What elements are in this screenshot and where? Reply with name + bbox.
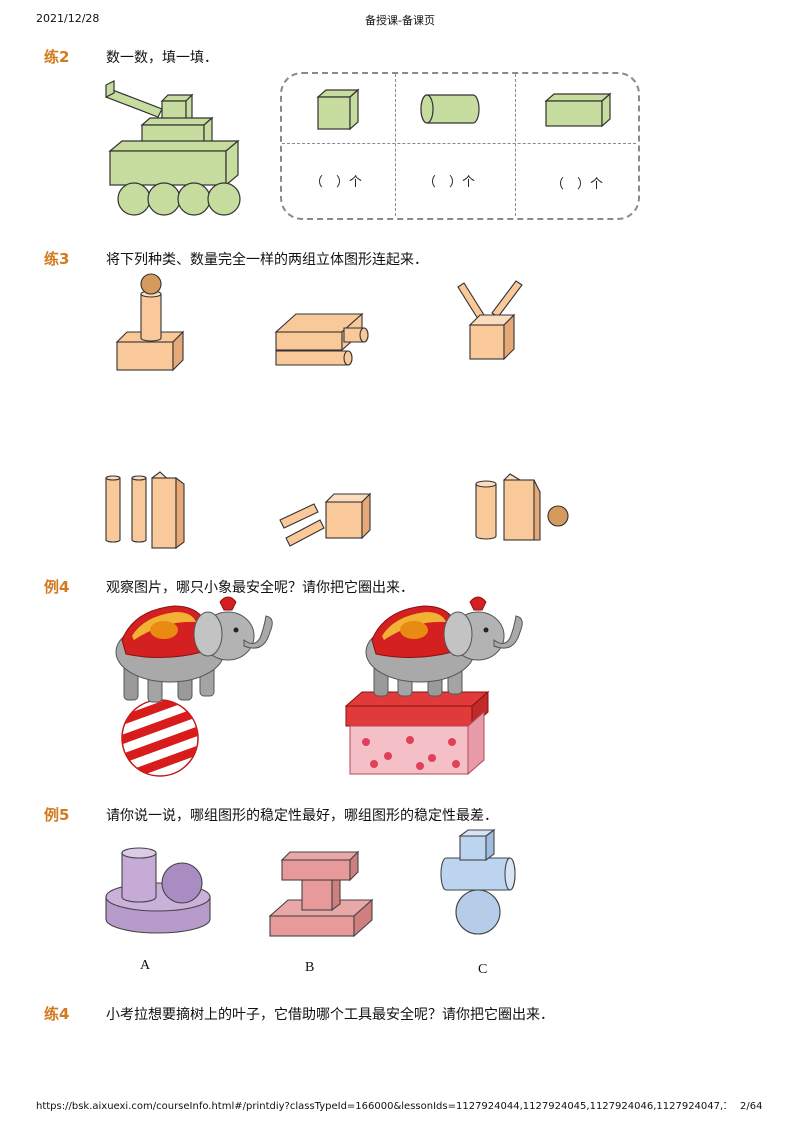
question-text: 观察图片，哪只小象最安全呢？请你把它圈出来．	[106, 580, 414, 596]
footer-url[interactable]: https://bsk.aixuexi.com/courseInfo.html#…	[36, 1101, 726, 1112]
section-tag: 练2	[44, 48, 70, 66]
count-blank[interactable]: （ ）个	[551, 177, 604, 192]
table-divider	[395, 74, 396, 216]
tank-icon	[105, 80, 241, 216]
count-blank[interactable]: （ ）个	[310, 175, 363, 190]
table-divider	[282, 143, 636, 144]
question-text: 将下列种类、数量完全一样的两组立体图形连起来．	[106, 252, 428, 268]
elephant-on-ball-icon[interactable]	[104, 596, 284, 777]
cube-two-cylinders-icon[interactable]	[278, 490, 374, 547]
cylinder-icon	[420, 94, 480, 124]
option-label-a: A	[140, 958, 151, 973]
section-tag: 练3	[44, 250, 70, 268]
count-blank[interactable]: （ ）个	[423, 175, 476, 190]
cuboid-icon	[544, 92, 612, 128]
option-label-c: C	[478, 962, 488, 977]
print-date: 2021/12/28	[36, 12, 100, 25]
section-tag: 例4	[44, 578, 70, 596]
question-text: 小考拉想要摘树上的叶子，它借助哪个工具最安全呢？请你把它圈出来．	[106, 1007, 554, 1023]
count-table	[280, 72, 640, 220]
cuboid-two-cylinders-icon[interactable]	[272, 310, 370, 370]
cylinder-cuboid-sphere-icon[interactable]	[474, 473, 574, 544]
question-text: 数一数，填一填．	[106, 50, 218, 66]
stack-a-icon[interactable]	[104, 845, 214, 937]
section-tag: 例5	[44, 806, 70, 824]
elephant-on-box-icon[interactable]	[344, 596, 540, 776]
stack-b-icon[interactable]	[268, 848, 376, 938]
cube-two-sticks-icon[interactable]	[452, 280, 528, 363]
cube-icon	[316, 88, 360, 131]
two-cylinders-cuboid-icon[interactable]	[102, 470, 188, 550]
table-divider	[515, 74, 516, 216]
option-label-b: B	[305, 960, 315, 975]
section-tag: 练4	[44, 1005, 70, 1023]
sphere-cylinder-cuboid-icon[interactable]	[115, 272, 187, 372]
question-text: 请你说一说，哪组图形的稳定性最好，哪组图形的稳定性最差．	[106, 808, 498, 824]
page-header-title: 备授课-备课页	[365, 14, 435, 27]
page-number: 2/64	[740, 1101, 763, 1112]
stack-c-icon[interactable]	[438, 828, 520, 938]
